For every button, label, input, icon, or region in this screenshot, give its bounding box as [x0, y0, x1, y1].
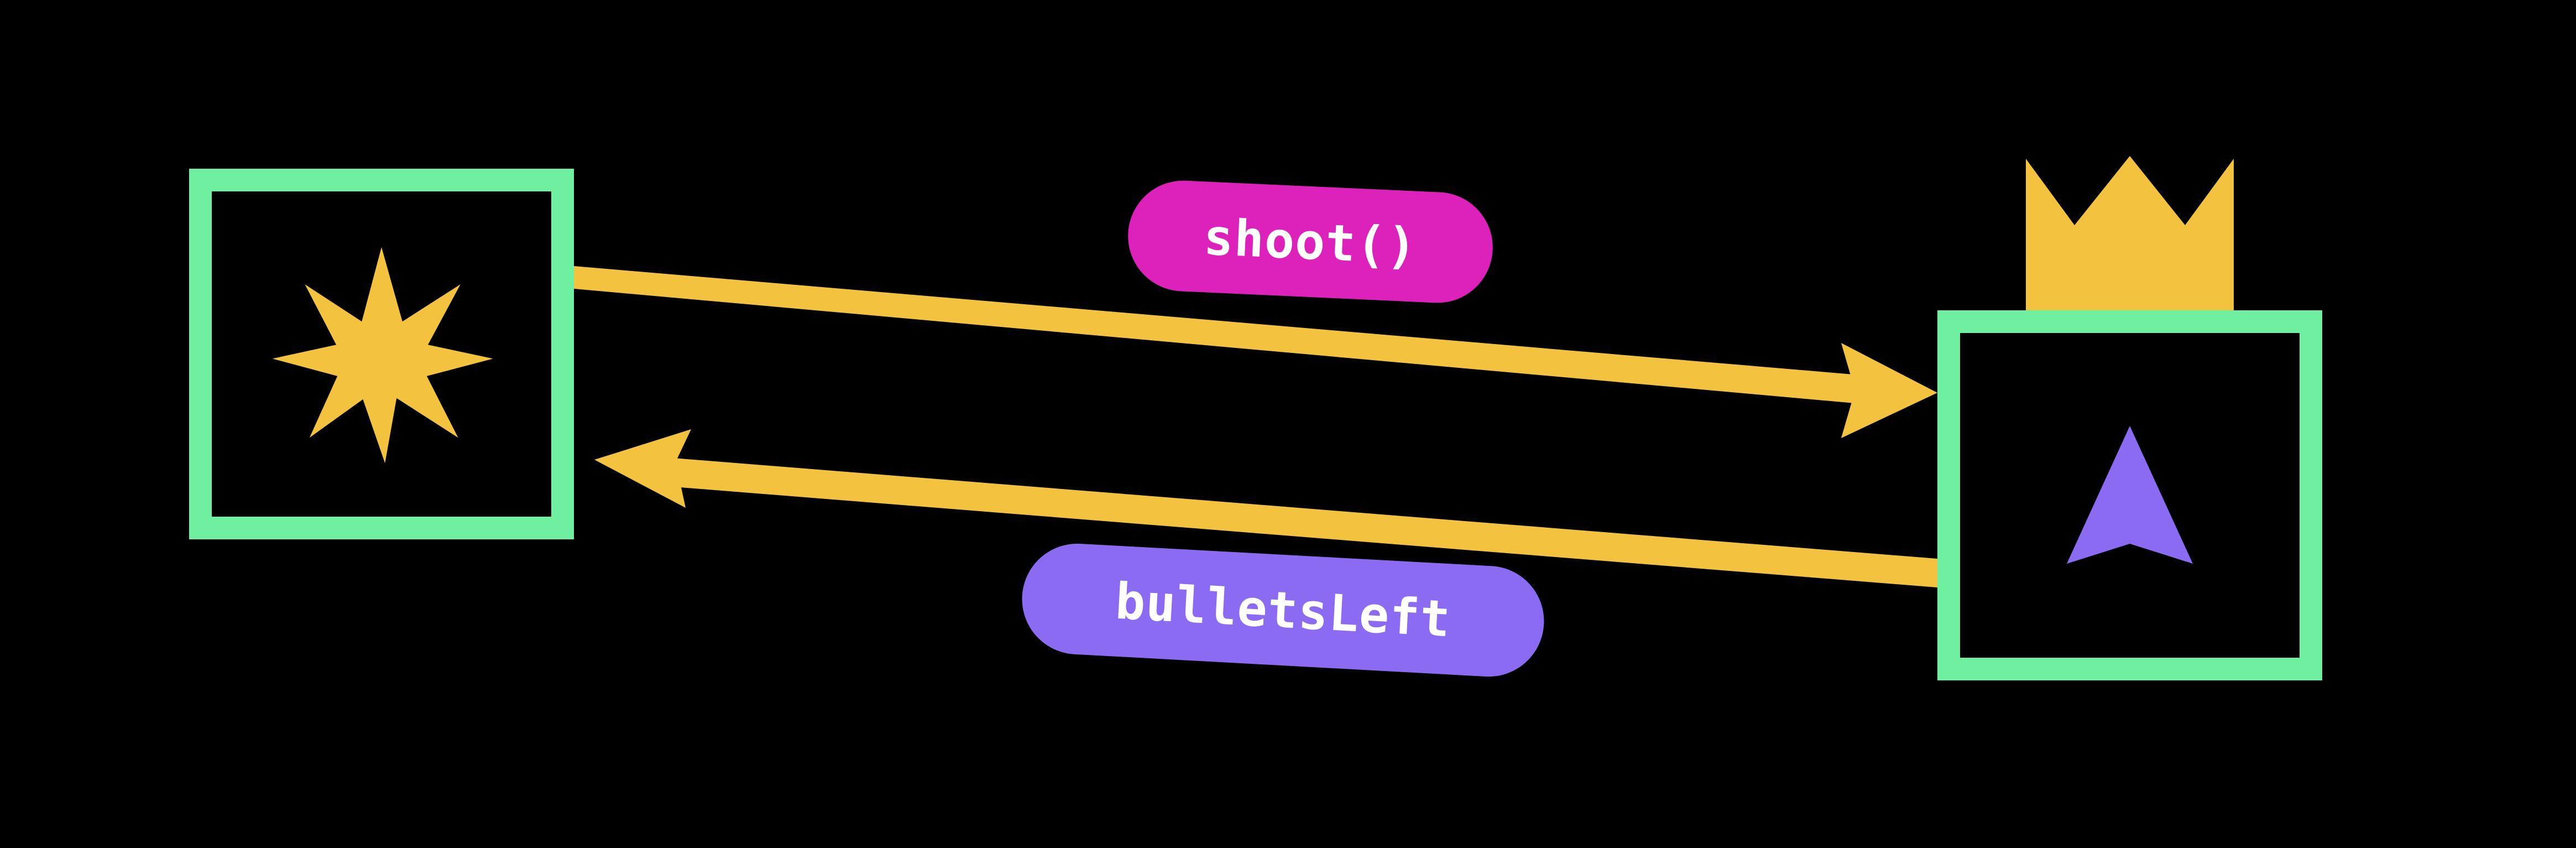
ship-arrow-icon	[2067, 425, 2193, 564]
edge-bulletsleft-arrowhead	[594, 429, 691, 508]
edge-label-shoot[interactable]: shoot()	[1125, 178, 1496, 305]
edge-bulletsleft-arrow[interactable]	[594, 429, 1937, 587]
edge-shoot-arrowhead	[1841, 343, 1937, 438]
star-burst-icon	[272, 247, 493, 464]
edge-label-shoot-text: shoot()	[1202, 207, 1419, 276]
edge-shoot-shaft	[574, 266, 1880, 405]
edge-shoot-arrow[interactable]	[574, 266, 1937, 438]
edge-label-bulletsleft-text: bulletsLeft	[1114, 572, 1452, 648]
edge-bulletsleft-shaft	[652, 456, 1937, 587]
node-player[interactable]	[1937, 310, 2322, 680]
node-bullet[interactable]	[189, 169, 574, 539]
